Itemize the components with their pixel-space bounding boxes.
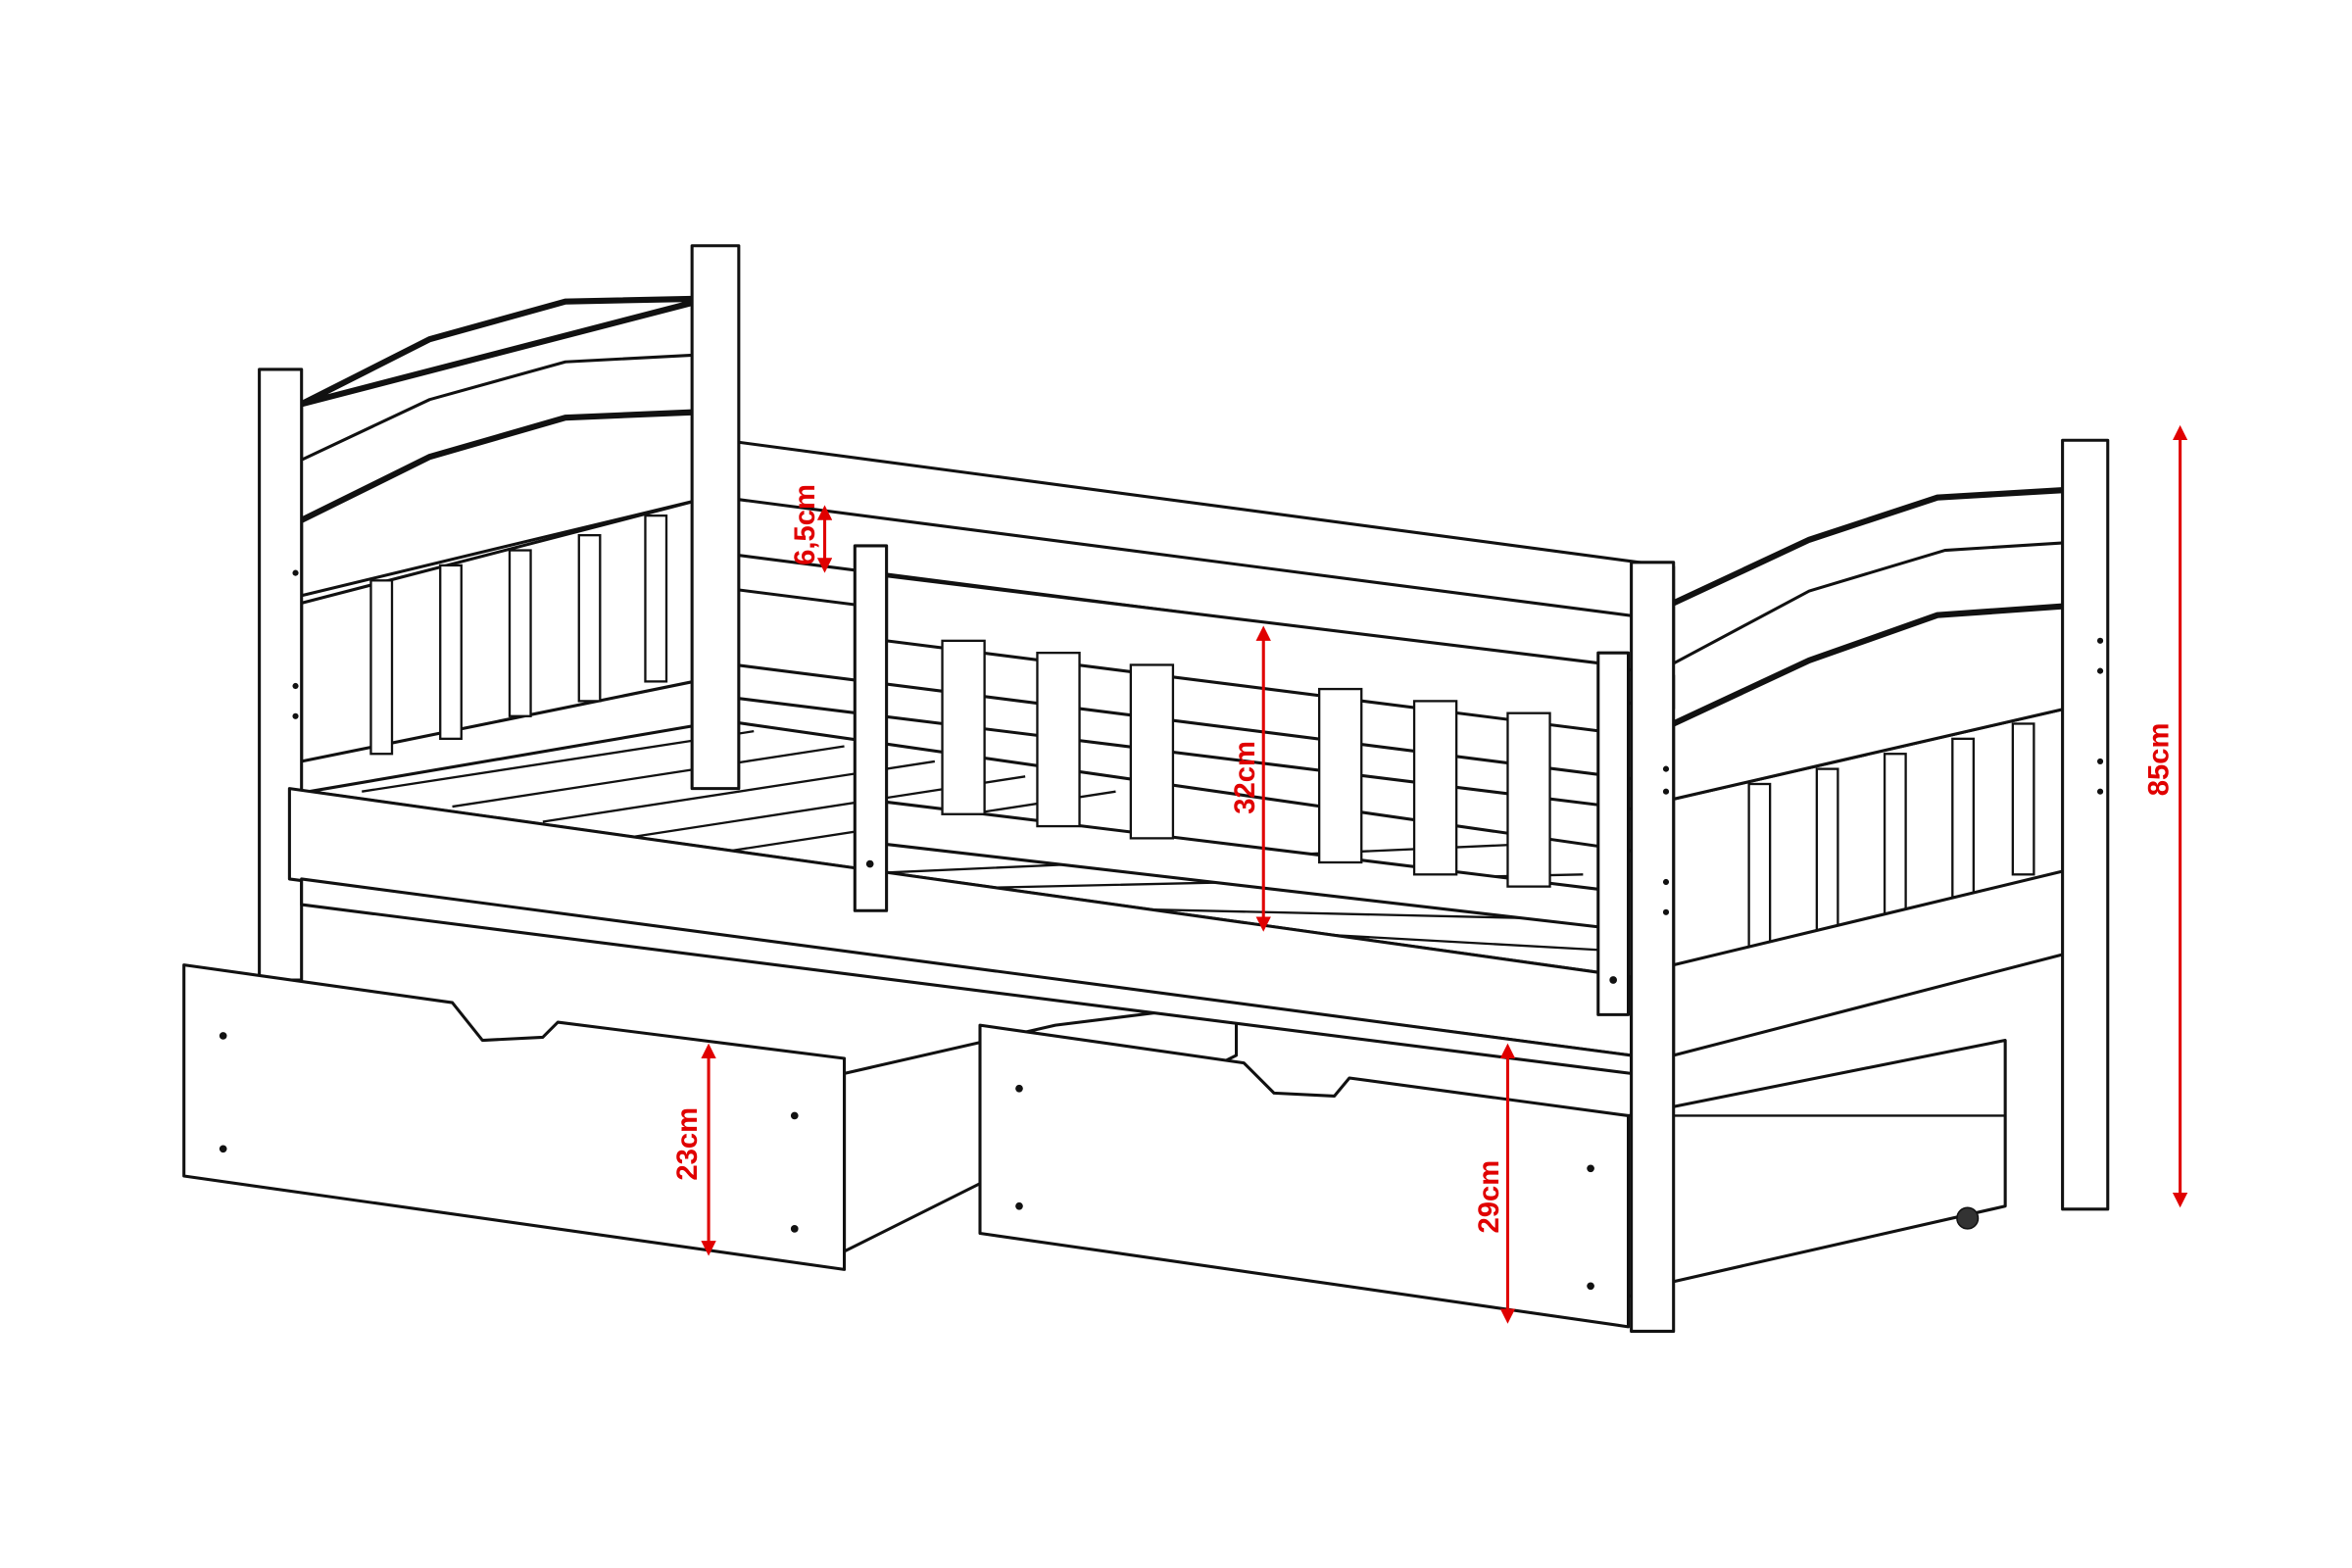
total-height-label: 85cm — [2143, 723, 2175, 797]
drawer-right-body — [1627, 1039, 2007, 1298]
dimension-total-height: 85cm — [2143, 424, 2188, 1208]
guard-height-label: 32cm — [1230, 741, 1261, 814]
dimension-drawer-right: 29cm — [1474, 1043, 1516, 1324]
drawer-right-height-label: 29cm — [1474, 1160, 1505, 1234]
dimension-drawer-left: 23cm — [672, 1043, 716, 1256]
drawer-right-front[interactable] — [978, 1023, 1631, 1329]
left-headboard — [258, 244, 741, 982]
drawer-left-front[interactable] — [182, 963, 847, 1271]
right-footboard — [1630, 438, 2110, 1333]
drawer-left-height-label: 23cm — [672, 1107, 704, 1181]
guard-rail — [853, 544, 1631, 1016]
rail-gap-label: 6,5cm — [790, 484, 821, 565]
dimension-guard-height: 32cm — [1230, 625, 1271, 932]
dimension-rail-gap: 6,5cm — [790, 484, 833, 573]
